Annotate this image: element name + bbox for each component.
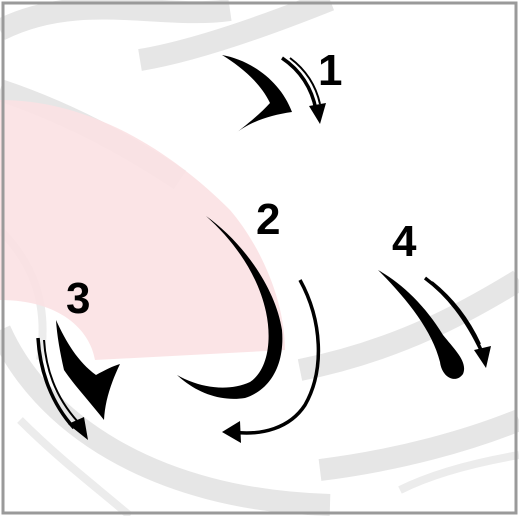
stroke-1-group: 1 <box>222 46 342 133</box>
step-4-label: 4 <box>392 217 417 266</box>
stroke-2-arrow-head <box>222 421 241 443</box>
stroke-4-arrow-head <box>474 346 491 368</box>
swirl-band-top <box>0 8 230 30</box>
step-2-label: 2 <box>256 195 280 244</box>
step-3-label: 3 <box>66 274 90 323</box>
stroke-1-shape <box>222 55 292 133</box>
step-1-label: 1 <box>318 46 342 95</box>
stroke-1-arrow-head <box>309 103 326 124</box>
